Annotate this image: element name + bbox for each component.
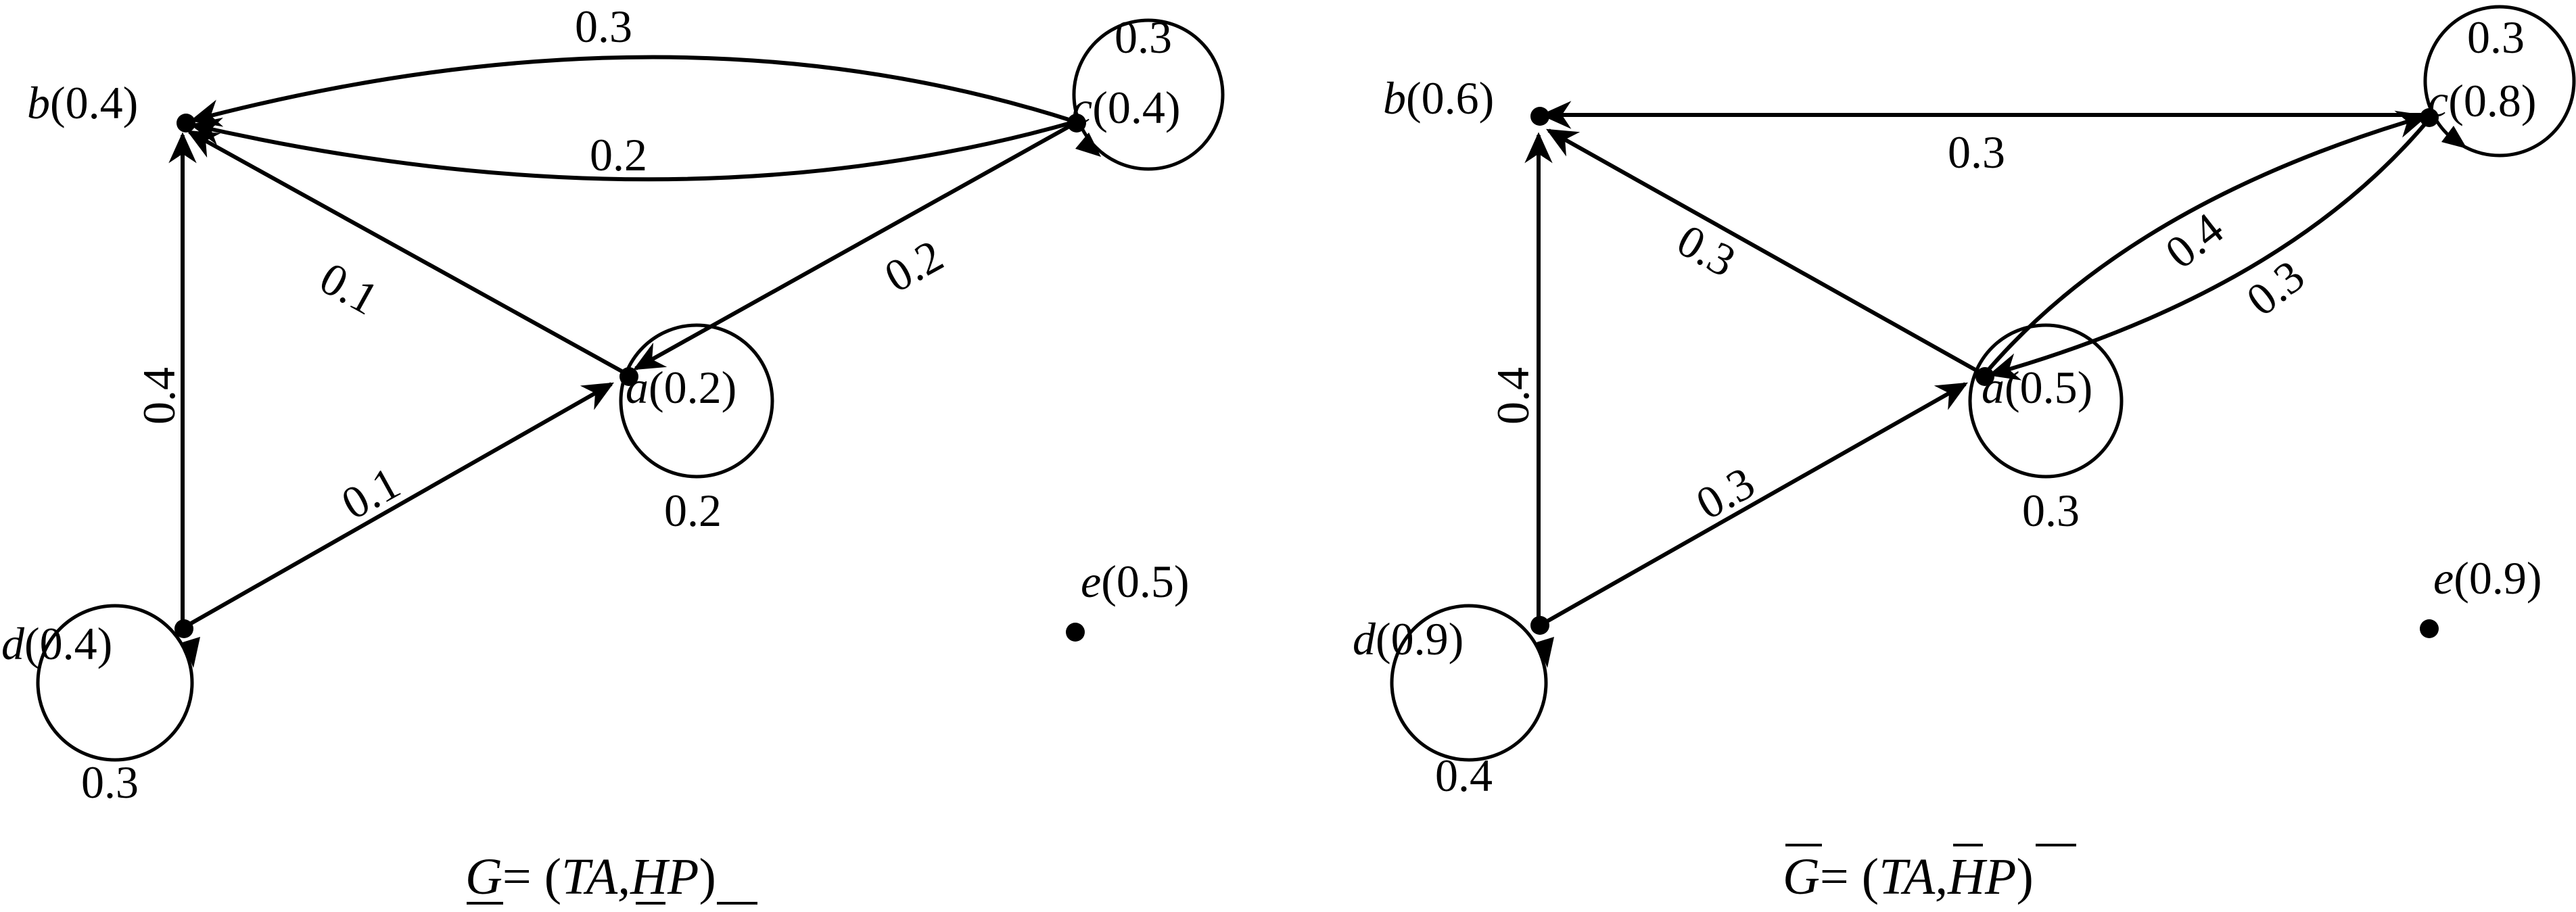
left-node-a-dot [619,367,638,386]
left-weight-a-b: 0.1 [312,252,387,325]
right-loop-c-arrowhead [2441,126,2467,149]
right-loop-weight-c: 0.3 [2467,11,2525,63]
left-node-c-label: c(0.4) [1072,82,1180,133]
left-weight-d-a: 0.1 [333,456,408,529]
right-node-c-label: c(0.8) [2428,75,2536,126]
left-weight-c-a: 0.2 [876,229,951,302]
left-loop-c [1072,18,1225,171]
right-weight-d-a: 0.3 [1687,456,1762,529]
left-loop-d [36,604,194,762]
right-loop-weight-d: 0.4 [1435,750,1493,801]
right-loop-d [1390,604,1548,762]
left-weight-c-b-upper: 0.3 [575,1,632,52]
right-node-b-label: b(0.6) [1383,72,1494,124]
right-edge-a-b [1545,128,1986,377]
right-node-b-dot [1530,107,1549,126]
svg-text:G= (TA,HP): G= (TA,HP) [465,848,716,905]
left-edge-d-a [183,382,614,629]
right-loop-a [1968,323,2124,479]
right-node-a-label: a(0.5) [1982,362,2092,413]
left-node-d-dot [174,619,193,638]
left-loop-c-arrowhead [1075,133,1101,157]
left-edge-c-a [632,121,1077,370]
left-loop-weight-c: 0.3 [1115,11,1172,63]
left-graph: b(0.4) c(0.4) a(0.2) d(0.4) e(0.5) 0.3 0… [1,1,1225,905]
right-loop-weight-a: 0.3 [2022,485,2080,536]
right-graph: b(0.6) c(0.8) a(0.5) d(0.9) e(0.9) 0.3 0… [1353,5,2576,905]
right-weight-a-c: 0.4 [2155,203,2232,279]
right-weight-d-b: 0.4 [1487,367,1539,425]
right-loop-d-arrowhead [1537,637,1554,668]
left-node-b-label: b(0.4) [27,77,138,128]
left-node-d-label: d(0.4) [1,618,112,669]
left-node-a-label: a(0.2) [626,362,736,413]
left-node-e-dot [1066,623,1085,642]
right-edge-d-a [1539,382,1969,627]
left-loop-weight-d: 0.3 [81,757,139,808]
right-node-e-dot [2420,619,2439,638]
right-weight-c-b: 0.3 [1948,126,2005,178]
left-loop-d-arrowhead [183,637,200,668]
right-caption: G= (TA,HP) [1783,844,2076,905]
right-node-d-dot [1530,616,1549,635]
left-edge-c-b-lower [189,118,1076,182]
left-edge-a-b [186,130,630,377]
left-loop-weight-a: 0.2 [664,485,722,536]
left-weight-c-b-lower: 0.2 [590,129,647,181]
right-edge-c-a [1988,118,2431,381]
left-node-b-dot [177,114,195,133]
left-loop-a [619,323,774,479]
right-weight-a-b: 0.3 [1669,214,1744,287]
left-edge-c-b-upper [189,55,1076,127]
right-node-c-dot [2420,108,2439,127]
right-node-e-label: e(0.9) [2433,552,2542,604]
left-node-e-label: e(0.5) [1081,556,1189,607]
right-node-a-dot [1975,367,1994,386]
left-node-c-dot [1067,114,1086,133]
left-weight-d-b: 0.4 [133,367,185,425]
right-weight-c-a: 0.3 [2237,250,2314,326]
left-caption: G= (TA,HP) [465,848,757,905]
svg-text:G= (TA,HP): G= (TA,HP) [1783,848,2034,905]
right-loop-c [2423,5,2576,158]
right-edge-a-c [1983,110,2429,375]
right-node-d-label: d(0.9) [1353,613,1463,665]
